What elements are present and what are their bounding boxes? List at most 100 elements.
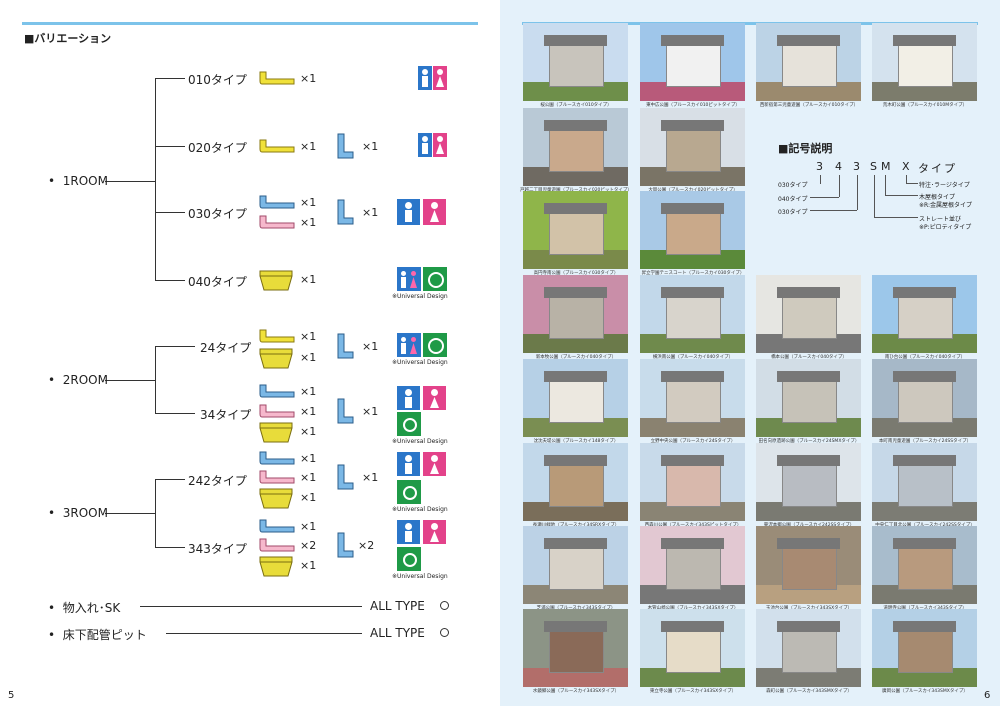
extra-line (166, 633, 362, 634)
wheelchair-sign-icon (397, 480, 421, 504)
installation-photo (523, 609, 628, 687)
photo-caption: 新本牧公園（ブルースカイ040タイプ） (535, 355, 617, 360)
multiplier: ×1 (300, 330, 317, 343)
photo-roof (661, 537, 724, 549)
type-label: 030タイプ (188, 207, 247, 221)
photo-caption: 東立寺公園（ブルースカイ343SXタイプ） (649, 689, 737, 694)
code-digit: M (881, 160, 893, 173)
photo-roof (893, 370, 956, 382)
group-label: 1ROOM (62, 174, 108, 188)
photo-caption: 東中広公園（ブルースカイ010ピットタイプ） (646, 103, 740, 108)
installation-photo (640, 23, 745, 101)
photo-building (782, 378, 837, 424)
multiplier: ×1 (300, 452, 317, 465)
wheelchair-sign-icon (397, 412, 421, 436)
urinal-icon-yellow (259, 139, 295, 153)
photo-roof (544, 370, 607, 382)
multiplier: ×1 (362, 206, 379, 219)
legend-note: 030タイプ (778, 182, 808, 189)
restroom-sign-icon (397, 520, 447, 544)
extra-line (140, 606, 362, 607)
tree-line (155, 479, 185, 480)
type-label: 242タイプ (188, 474, 247, 488)
photo-caption: 東沢本郷公園（ブルースカイ242SSタイプ） (750, 522, 868, 528)
photo-roof (661, 119, 724, 131)
photo-building (549, 545, 604, 591)
photo-roof (661, 34, 724, 46)
restroom-sign-icon (397, 452, 447, 476)
urinal-icon-yellow (259, 329, 295, 343)
photo-building (549, 294, 604, 340)
urinal-icon-blue (259, 384, 295, 398)
legend-title: ■記号説明 (778, 142, 833, 155)
photo-caption: 西新宿第三児童遊園（ブルースカイ010タイプ） (759, 103, 859, 108)
legend-line (885, 175, 886, 195)
tree-line (155, 146, 185, 147)
toilet-bowl-icon (259, 270, 293, 291)
photo-building (549, 628, 604, 674)
photo-building (666, 294, 721, 340)
code-digit: X (902, 160, 912, 173)
universal-restroom-sign-icon (397, 333, 447, 357)
top-rule-right (522, 22, 978, 25)
installation-photo (640, 526, 745, 604)
photo-caption: 桜公園（ブルースカイ010タイプ） (540, 103, 612, 108)
photo-building (549, 127, 604, 173)
urinal-icon-blue (259, 451, 295, 465)
sink-l-icon (337, 398, 354, 424)
multiplier: ×2 (300, 539, 317, 552)
extra-value: ALL TYPE (370, 626, 425, 640)
installation-photo (872, 275, 977, 353)
photo-building (898, 378, 953, 424)
photo-caption: 田名向原遺跡公園（ブルースカイ24SMXタイプ） (758, 439, 860, 444)
photo-caption: 森町公園（ブルースカイ343SMXタイプ） (766, 689, 852, 694)
multiplier: ×1 (362, 471, 379, 484)
photo-roof (893, 286, 956, 298)
installation-photo (756, 275, 861, 353)
urinal-icon-pink (259, 215, 295, 229)
legend-note: ※R:金属屋根タイプ (919, 202, 973, 209)
photo-caption: 昇立学園テニスコート（ブルースカイ030タイプ） (641, 271, 745, 276)
multiplier: ×1 (300, 471, 317, 484)
type-label: 010タイプ (188, 73, 247, 87)
photo-roof (893, 537, 956, 549)
photo-roof (661, 454, 724, 466)
multiplier: ×1 (300, 405, 317, 418)
circle-mark-icon (440, 628, 449, 637)
photo-roof (544, 202, 607, 214)
photo-roof (544, 119, 607, 131)
legend-note: 木屋根タイプ (919, 194, 956, 201)
photo-caption: 大岡公園（ブルースカイ020ピットタイプ） (634, 187, 752, 193)
type-label: 040タイプ (188, 275, 247, 289)
multiplier: ×1 (362, 140, 379, 153)
type-label: 020タイプ (188, 141, 247, 155)
installation-photo (756, 526, 861, 604)
legend-note: 040タイプ (778, 196, 808, 203)
restroom-sign-icon (397, 199, 447, 225)
legend-line (906, 183, 918, 184)
photo-roof (544, 34, 607, 46)
installation-photo (640, 275, 745, 353)
installation-photo (523, 526, 628, 604)
photo-roof (777, 286, 840, 298)
tree-line (105, 380, 155, 381)
photo-building (898, 294, 953, 340)
urinal-icon-blue (259, 195, 295, 209)
photo-caption: 南ひ台公園（ブルースカイ040タイプ） (884, 355, 966, 360)
photo-caption: 廣岡公園（ブルースカイ343SMXタイプ） (882, 689, 968, 694)
multiplier: ×1 (300, 559, 317, 572)
tree-line (155, 346, 195, 347)
installation-photo (523, 275, 628, 353)
photo-roof (544, 286, 607, 298)
photo-roof (777, 620, 840, 632)
photo-caption: 水鏡郷公園（ブルースカイ343SXタイプ） (532, 689, 620, 694)
photo-roof (661, 370, 724, 382)
urinal-icon-pink (259, 404, 295, 418)
extra-value: ALL TYPE (370, 599, 425, 613)
multiplier: ×1 (362, 405, 379, 418)
installation-photo (756, 443, 861, 521)
photo-roof (893, 620, 956, 632)
photo-building (898, 42, 953, 88)
photo-roof (893, 34, 956, 46)
photo-building (549, 42, 604, 88)
